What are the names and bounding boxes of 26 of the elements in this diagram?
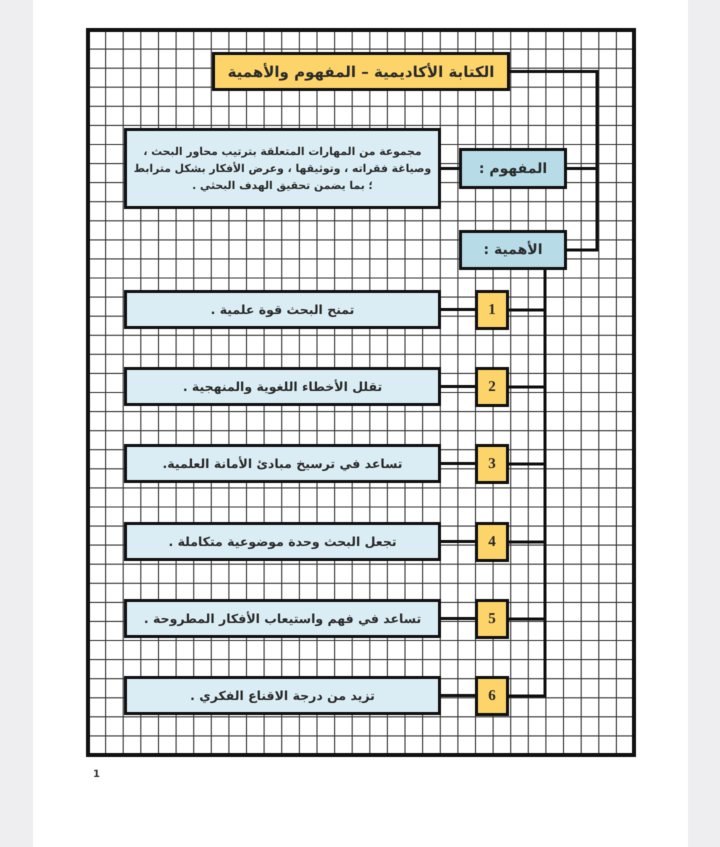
statement-box: تقلل الأخطاء اللغوية والمنهجية . bbox=[124, 367, 441, 406]
connector-line bbox=[441, 694, 475, 697]
number-box: 4 bbox=[475, 522, 509, 562]
number-box: 5 bbox=[475, 599, 509, 639]
statement-box: تمنح البحث قوة علمية . bbox=[124, 290, 441, 329]
connector-line bbox=[510, 70, 598, 252]
number-box: 2 bbox=[475, 367, 509, 407]
connector-line bbox=[509, 270, 546, 698]
statement-box: تزيد من درجة الاقناع الفكري . bbox=[124, 676, 441, 715]
number-box: 3 bbox=[475, 444, 509, 484]
number-box: 1 bbox=[475, 290, 509, 330]
number-box: 6 bbox=[475, 676, 509, 716]
connector-line bbox=[441, 308, 475, 311]
connector-line bbox=[441, 617, 475, 620]
statement-box: تجعل البحث وحدة موضوعية متكاملة . bbox=[124, 522, 441, 561]
page-number: 1 bbox=[93, 769, 100, 780]
connector-line bbox=[441, 462, 475, 465]
connector-line bbox=[441, 167, 459, 170]
statement-box: تساعد في ترسيخ مبادئ الأمانة العلمية. bbox=[124, 444, 441, 483]
heading-box: الأهمية : bbox=[459, 230, 567, 270]
heading-box: المفهوم : bbox=[459, 148, 567, 189]
definition-box: مجموعة من المهارات المتعلقة بترتيب محاور البحث ، وصياغة فقراته ، وتوثيقها ، وعرض الأفكار بشكل مترابط ؛ بما يضمن تحقيق الهدف البحثي . bbox=[124, 128, 441, 209]
connector-line bbox=[441, 540, 475, 543]
title-box: الكتابة الأكاديمية – المفهوم والأهمية bbox=[212, 52, 510, 91]
connector-line bbox=[441, 385, 475, 388]
statement-box: تساعد في فهم واستيعاب الأفكار المطروحة . bbox=[124, 599, 441, 638]
